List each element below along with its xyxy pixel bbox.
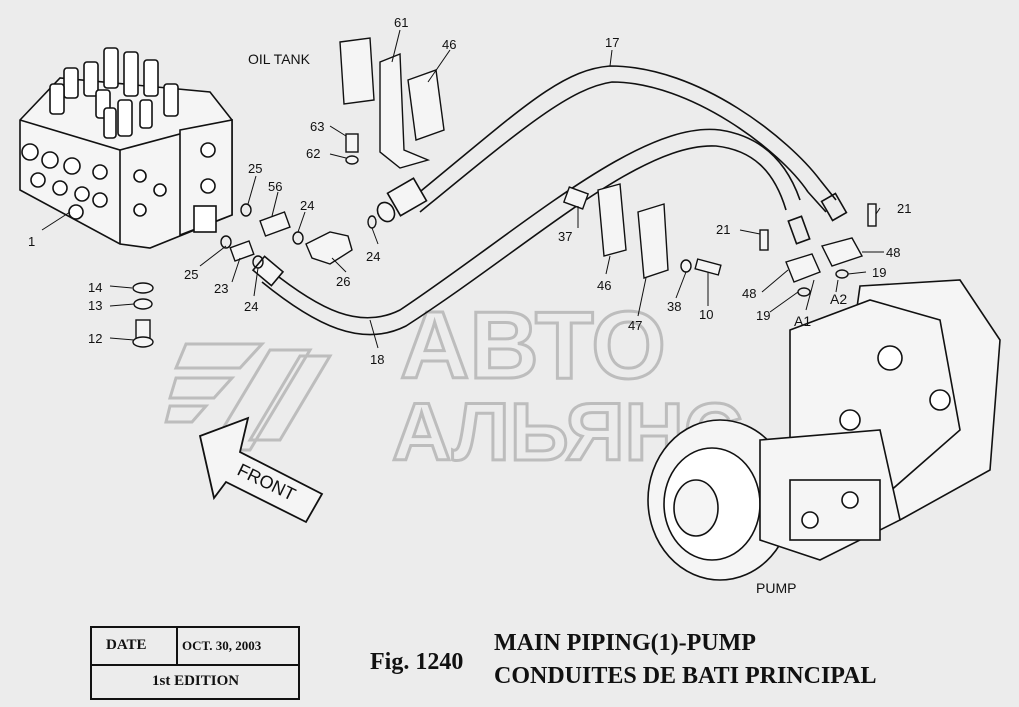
title-english: MAIN PIPING(1)-PUMP — [494, 630, 756, 656]
fittings — [220, 203, 377, 269]
stamp-divider — [176, 628, 178, 664]
callout-48-right: 48 — [886, 245, 901, 260]
callout-48-left: 48 — [742, 286, 757, 301]
callout-25-lower: 25 — [184, 267, 199, 282]
callout-26: 26 — [336, 274, 351, 289]
bolt-stack — [132, 282, 154, 348]
leader-lines — [41, 29, 884, 349]
callout-24-upper: 24 — [300, 198, 315, 213]
edition-stamp: DATE OCT. 30, 2003 1st EDITION — [90, 626, 300, 700]
watermark: АВТО АЛЬЯНС — [164, 291, 744, 480]
watermark-logo — [164, 342, 333, 452]
hose-18 — [251, 128, 801, 336]
callout-23: 23 — [214, 281, 229, 296]
port-a1-label: A1 — [794, 313, 812, 329]
pump-label: PUMP — [756, 580, 797, 596]
watermark-text-1: АВТО — [400, 292, 666, 399]
callout-47: 47 — [628, 318, 643, 333]
tank-bracket — [339, 37, 445, 169]
callout-56: 56 — [268, 179, 283, 194]
callout-19-right: 19 — [872, 265, 887, 280]
clamp-parts — [562, 183, 722, 279]
date-label: DATE — [106, 637, 147, 653]
callout-12: 12 — [88, 331, 103, 346]
callout-19-left: 19 — [756, 308, 771, 323]
flanges — [759, 203, 877, 297]
callout-37: 37 — [558, 229, 573, 244]
pump — [647, 279, 1001, 581]
figure-number: Fig. 1240 — [370, 649, 464, 675]
callout-61: 61 — [394, 15, 409, 30]
title-french: CONDUITES DE BATI PRINCIPAL — [494, 663, 877, 689]
port-a2-label: A2 — [830, 291, 848, 307]
callout-62: 62 — [306, 146, 321, 161]
callout-24-right: 24 — [366, 249, 381, 264]
callout-46-clamp: 46 — [597, 278, 612, 293]
callout-63: 63 — [310, 119, 325, 134]
hose-end-fitting — [376, 177, 428, 223]
callout-21-left: 21 — [716, 222, 731, 237]
callout-21-right: 21 — [897, 201, 912, 216]
callout-14: 14 — [88, 280, 103, 295]
callout-1: 1 — [28, 234, 36, 249]
callout-13: 13 — [88, 298, 103, 313]
callout-18: 18 — [370, 352, 385, 367]
callout-38: 38 — [667, 299, 682, 314]
oil-tank-label: OIL TANK — [248, 51, 310, 67]
stamp-top-row — [92, 628, 298, 666]
callout-10: 10 — [699, 307, 714, 322]
callout-46-tank: 46 — [442, 37, 457, 52]
callout-24-lower: 24 — [244, 299, 259, 314]
callout-25-upper: 25 — [248, 161, 263, 176]
edition-label: 1st EDITION — [152, 673, 240, 689]
date-value: OCT. 30, 2003 — [182, 638, 262, 653]
callout-17: 17 — [605, 35, 620, 50]
control-valve — [19, 47, 233, 249]
